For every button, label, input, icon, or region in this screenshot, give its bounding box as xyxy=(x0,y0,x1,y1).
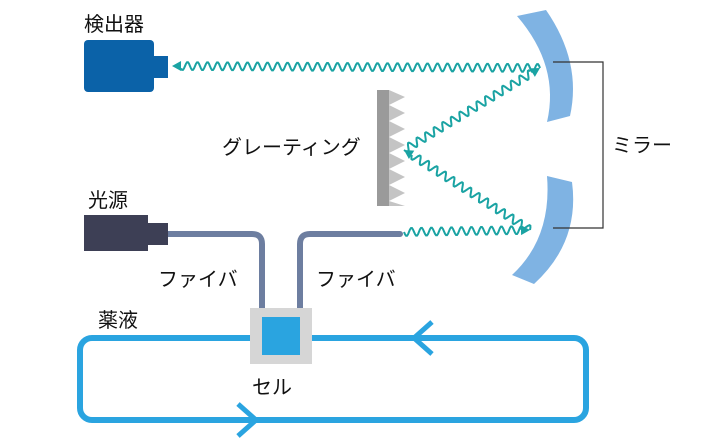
detector-nozzle xyxy=(152,56,168,78)
light-source xyxy=(84,215,168,251)
mirror-lower xyxy=(512,176,574,284)
label-detector: 検出器 xyxy=(84,12,144,36)
grating-teeth xyxy=(389,90,405,206)
mirror-upper xyxy=(517,10,573,122)
label-fiber-right: ファイバ xyxy=(316,267,396,291)
beam-upper-mirror-to-detector xyxy=(180,61,541,73)
flow-loop-path xyxy=(77,335,589,423)
label-mirror: ミラー xyxy=(612,133,672,157)
detector-box-icon xyxy=(84,40,154,92)
label-fiber-left: ファイバ xyxy=(158,267,238,291)
beam-fiber-to-lower-mirror-arrowhead-icon xyxy=(520,225,530,236)
mirror-bracket-line xyxy=(553,61,604,229)
beam-upper-mirror-to-detector-arrowhead-icon xyxy=(172,61,182,72)
beam-fiber-to-lower-mirror xyxy=(403,225,522,237)
fiber-left-cable xyxy=(165,231,265,313)
label-light-source: 光源 xyxy=(88,188,128,212)
reagent-loop xyxy=(77,320,589,438)
label-grating: グレーティング xyxy=(222,135,361,159)
light-source-box-icon xyxy=(84,215,148,251)
light-source-nozzle xyxy=(148,223,168,245)
cell-chamber xyxy=(262,317,300,355)
grating xyxy=(377,90,405,206)
beam-lower-mirror-to-grating xyxy=(410,154,532,231)
flow-arrow-bottom-icon xyxy=(236,402,259,438)
cell xyxy=(250,308,312,364)
label-reagent: 薬液 xyxy=(98,308,138,332)
beam-grating-to-upper-mirror-arrowhead-icon xyxy=(529,68,540,77)
light-beams xyxy=(172,61,541,237)
fiber-right-cable xyxy=(297,231,403,313)
grating-bar xyxy=(377,90,389,206)
flow-arrow-top-icon xyxy=(411,320,434,356)
detector xyxy=(84,40,168,92)
label-cell: セル xyxy=(252,375,292,399)
beam-grating-to-upper-mirror xyxy=(403,69,531,154)
